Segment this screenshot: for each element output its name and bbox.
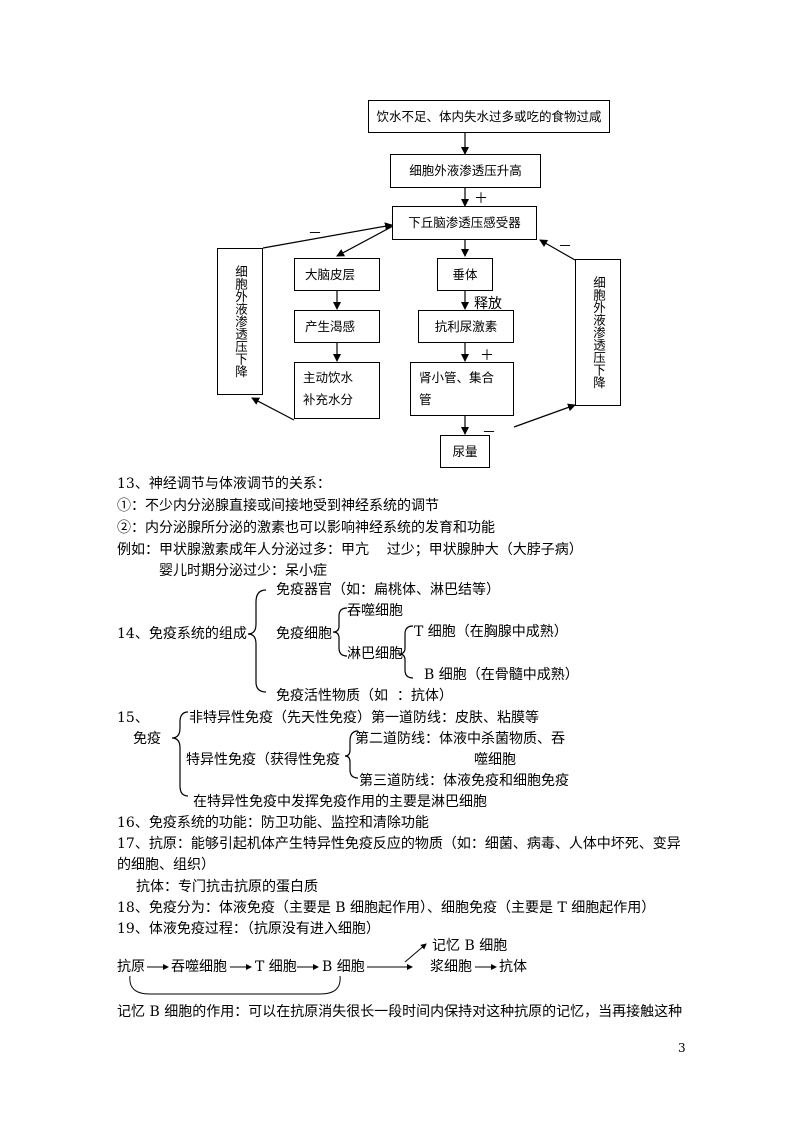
s14-label: 14、免疫系统的组成 bbox=[117, 626, 247, 642]
flow-box-kidney: 肾小管、集合 管 bbox=[410, 362, 514, 416]
kidney-line-2: 管 bbox=[419, 392, 432, 407]
s18-text: 18、免疫分为：体液免疫（主要是 B 细胞起作用）、细胞免疫（主要是 T 细胞起… bbox=[117, 900, 656, 916]
s19-plasma: 浆细胞 bbox=[430, 959, 472, 975]
s19-antibody: 抗体 bbox=[499, 959, 527, 975]
s16-text: 16、免疫系统的功能：防卫功能、监控和清除功能 bbox=[117, 815, 429, 831]
s13-point-2: ②：内分泌腺所分泌的激素也可以影响神经系统的发育和功能 bbox=[117, 520, 495, 536]
flow-box-left-side: 细胞外液渗透压下降 bbox=[217, 248, 263, 395]
flow-box-right-side: 细胞外液渗透压下降 bbox=[575, 259, 621, 406]
s19-phagocyte: 吞噬细胞 bbox=[171, 959, 227, 975]
minus-sign: － bbox=[308, 226, 322, 242]
flowchart-connectors bbox=[251, 133, 576, 435]
release-label: 释放 bbox=[474, 296, 502, 312]
flow-box-drink: 主动饮水 补充水分 bbox=[294, 362, 380, 419]
flow-box-pituitary: 垂体 bbox=[437, 258, 493, 291]
flow-box-top: 饮水不足、体内失水过多或吃的食物过咸 bbox=[368, 100, 610, 133]
s13-title: 13、神经调节与体液调节的关系： bbox=[117, 476, 331, 492]
kidney-line-1: 肾小管、集合 bbox=[419, 370, 495, 385]
drink-line-2: 补充水分 bbox=[303, 392, 354, 407]
last-line: 记忆 B 细胞的作用：可以在抗原消失很长一段时间内保持对这种抗原的记忆，当再接触… bbox=[117, 1004, 683, 1020]
s17-antibody: 抗体：专门抗击抗原的蛋白质 bbox=[136, 879, 318, 895]
s19-antigen: 抗原 bbox=[117, 959, 145, 975]
s13-example-2: 婴儿时期分泌过少：呆小症 bbox=[159, 563, 327, 579]
flow-box-adh: 抗利尿激素 bbox=[418, 310, 514, 343]
s13-example-1: 例如：甲状腺激素成年人分泌过多：甲亢 过少；甲状腺肿大（大脖子病） bbox=[117, 542, 583, 558]
s15-line2b: 噬细胞 bbox=[474, 752, 516, 768]
s15-label: 免疫 bbox=[133, 731, 161, 747]
s14-organ: 免疫器官（如：扁桃体、淋巴结等） bbox=[276, 582, 500, 598]
s19-memory-b: 记忆 B 细胞 bbox=[432, 938, 508, 954]
drink-line-1: 主动饮水 bbox=[303, 370, 354, 385]
s14-immune-cell: 免疫细胞 bbox=[276, 626, 332, 642]
flow-box-receptor: 下丘脑渗透压感受器 bbox=[392, 206, 537, 240]
s15-line3: 第三道防线：体液免疫和细胞免疫 bbox=[359, 773, 569, 789]
s13-point-1: ①：不少内分泌腺直接或间接地受到神经系统的调节 bbox=[117, 498, 439, 514]
s19-title: 19、体液免疫过程：（抗原没有进入细胞） bbox=[117, 921, 380, 937]
flow-box-osmo-up: 细胞外液渗透压升高 bbox=[390, 154, 541, 188]
s14-tcell: T 细胞（在胸腺中成熟） bbox=[414, 624, 568, 640]
s17-text-b: 的细胞、组织） bbox=[117, 857, 215, 873]
s19-tcell: T 细胞 bbox=[255, 959, 297, 975]
s15-line2a: 第二道防线：体液中杀菌物质、吞 bbox=[355, 731, 565, 747]
flow-box-thirst: 产生渴感 bbox=[294, 310, 380, 343]
flow-box-urine: 尿量 bbox=[440, 435, 490, 468]
flow-box-cortex: 大脑皮层 bbox=[294, 258, 380, 291]
plus-sign: ＋ bbox=[474, 191, 488, 207]
s14-active-substance: 免疫活性物质（如 ：抗体） bbox=[276, 688, 453, 704]
s14-phagocyte: 吞噬细胞 bbox=[347, 603, 403, 619]
s19-bcell: B 细胞 bbox=[322, 959, 365, 975]
s14-lymphocyte: 淋巴细胞 bbox=[347, 646, 403, 662]
s15-specific: 特异性免疫（获得性免疫 bbox=[186, 752, 340, 768]
right-side-label: 细胞外液渗透压下降 bbox=[591, 276, 606, 389]
s14-bcell: B 细胞（在骨髓中成熟） bbox=[424, 667, 579, 683]
page-number: 3 bbox=[678, 1041, 686, 1055]
minus-sign: － bbox=[558, 239, 572, 255]
s17-text-a: 17、抗原：能够引起机体产生特异性免疫反应的物质（如：细菌、病毒、人体中坏死、变… bbox=[117, 836, 681, 852]
left-side-label: 细胞外液渗透压下降 bbox=[233, 265, 248, 378]
s15-nonspecific: 非特异性免疫（先天性免疫）第一道防线：皮肤、粘膜等 bbox=[189, 710, 539, 726]
s15-note: 在特异性免疫中发挥免疫作用的主要是淋巴细胞 bbox=[193, 794, 487, 810]
s15-number: 15、 bbox=[117, 710, 149, 726]
plus-sign: ＋ bbox=[480, 348, 494, 364]
